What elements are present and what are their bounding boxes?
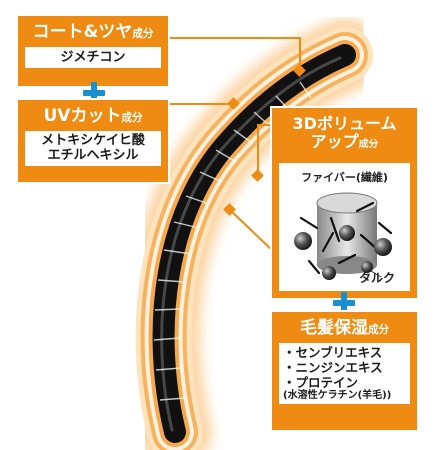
volume-illustration: ファイバー(繊維) <box>279 163 410 291</box>
connector-volume <box>257 124 272 175</box>
connector-marker <box>251 169 264 182</box>
uv-panel: UVカット成分 メトキシケイヒ酸 エチルヘキシル <box>16 98 170 184</box>
connector-marker <box>227 97 240 110</box>
moisture-panel-title: 毛髪保湿成分 <box>279 318 410 339</box>
plus-icon <box>333 292 355 314</box>
connector-marker <box>223 203 236 216</box>
volume-panel-title: 3Dボリューム アップ成分 <box>279 114 410 152</box>
volume-title-line2: アップ成分 <box>279 133 410 151</box>
connector-marker <box>293 64 306 77</box>
volume-title-line1: 3Dボリューム <box>292 114 397 133</box>
uv-items: メトキシケイヒ酸 エチルヘキシル <box>25 130 161 166</box>
moisture-title-main: 毛髪保湿 <box>299 318 368 338</box>
uv-title-main: UVカット <box>43 106 122 126</box>
moisture-panel: 毛髪保湿成分 ・センブリエキス ・ニンジンエキス ・プロテイン (水溶性ケラチン… <box>270 310 419 432</box>
coat-item: ジメチコン <box>25 46 161 69</box>
connector-moisture <box>229 209 273 251</box>
hair-scale-lines <box>153 81 312 401</box>
coat-panel: コート&ツヤ成分 ジメチコン <box>16 14 170 88</box>
fiber-label: ファイバー(繊維) <box>301 171 388 184</box>
coat-title-main: コート&ツヤ <box>32 22 133 42</box>
uv-item: メトキシケイヒ酸 <box>41 132 145 148</box>
coat-title-suffix: 成分 <box>132 28 154 40</box>
connector-coat <box>168 37 301 70</box>
plus-icon <box>83 82 105 104</box>
uv-item: エチルヘキシル <box>47 148 139 164</box>
moisture-items: ・センブリエキス ・ニンジンエキス ・プロテイン (水溶性ケラチン(羊毛)) <box>279 342 410 404</box>
uv-title-suffix: 成分 <box>121 112 143 124</box>
hair-highlight <box>160 56 342 432</box>
moisture-note: (水溶性ケラチン(羊毛)) <box>283 389 392 401</box>
moisture-title-suffix: 成分 <box>367 324 390 336</box>
volume-panel: 3Dボリューム アップ成分 ファイバー(繊維) <box>270 106 419 300</box>
moisture-item: ・センブリエキス <box>283 344 383 360</box>
uv-panel-title: UVカット成分 <box>25 106 161 127</box>
fiber-cylinder-top <box>316 192 378 214</box>
talc-sphere-icon <box>294 225 392 280</box>
volume-title-main: アップ <box>310 132 359 152</box>
volume-title-suffix: 成分 <box>358 139 379 151</box>
moisture-item: ・プロテイン <box>283 374 359 390</box>
moisture-item: ・ニンジンエキス <box>283 359 383 375</box>
coat-panel-title: コート&ツヤ成分 <box>25 22 161 43</box>
talc-pointer <box>370 270 382 278</box>
particle-illustration <box>294 192 393 280</box>
talc-label: タルク <box>359 271 396 285</box>
